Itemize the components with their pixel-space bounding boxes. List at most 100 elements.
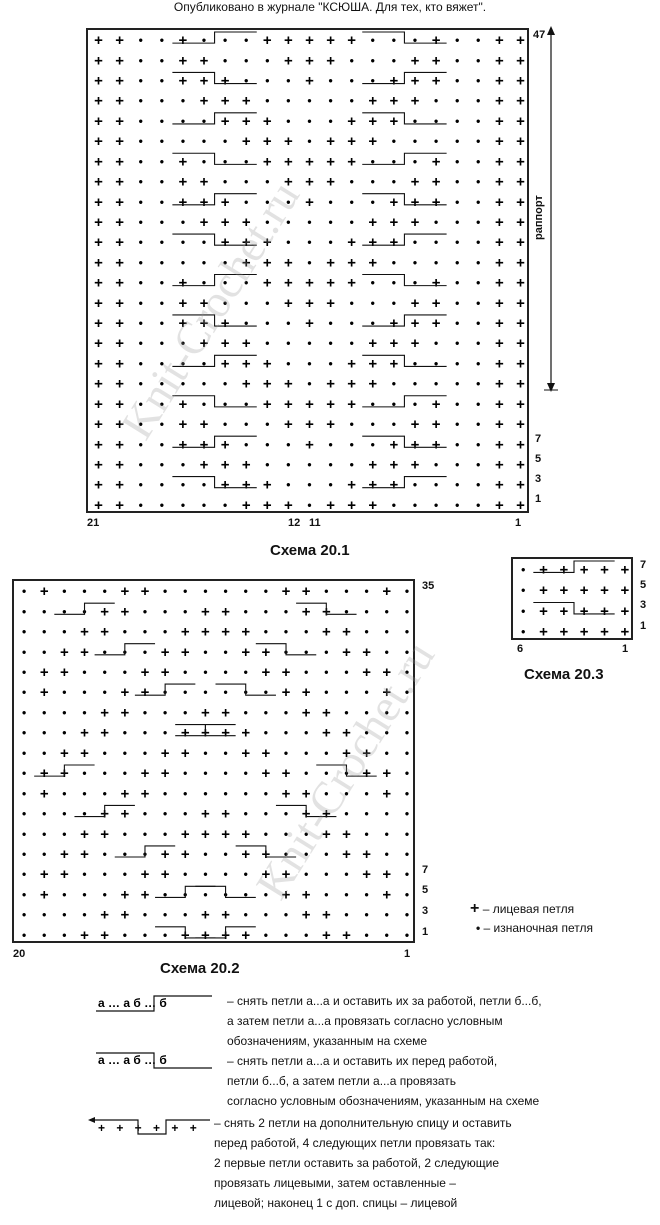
- purl-stitch: •: [405, 928, 409, 942]
- purl-stitch: •: [455, 276, 459, 290]
- cable-line: [533, 560, 615, 573]
- purl-stitch: •: [405, 746, 409, 760]
- purl-stitch: •: [350, 74, 354, 88]
- purl-stitch: •: [139, 316, 143, 330]
- cable-line: [255, 643, 317, 656]
- s3-row-label-3: 3: [640, 599, 647, 611]
- purl-stitch: •: [160, 215, 164, 229]
- knit-stitch: +: [347, 234, 356, 251]
- knit-stitch: +: [60, 664, 69, 681]
- scheme-20-3-symbols: •+++++•+++++•+++++•+++++: [521, 560, 629, 641]
- knit-stitch: +: [495, 396, 504, 413]
- purl-stitch: •: [264, 584, 268, 598]
- knit-stitch: +: [342, 826, 351, 843]
- knit-stitch: +: [302, 684, 311, 701]
- purl-stitch: •: [405, 645, 409, 659]
- knit-stitch: +: [495, 295, 504, 312]
- knit-stitch: +: [600, 561, 609, 578]
- knit-stitch: +: [221, 73, 230, 90]
- purl-stitch: •: [350, 457, 354, 471]
- purl-stitch: •: [350, 215, 354, 229]
- purl-stitch: •: [344, 807, 348, 821]
- purl-stitch: •: [223, 53, 227, 67]
- knit-stitch: +: [326, 52, 335, 69]
- purl-stitch: •: [223, 685, 227, 699]
- purl-stitch: •: [181, 336, 185, 350]
- purl-stitch: •: [42, 827, 46, 841]
- purl-stitch: •: [22, 604, 26, 618]
- purl-stitch: •: [307, 235, 311, 249]
- knit-stitch: +: [242, 497, 251, 514]
- knit-stitch: +: [179, 52, 188, 69]
- knit-stitch: +: [241, 725, 250, 742]
- knit-stitch: +: [411, 335, 420, 352]
- knit-stitch: +: [141, 785, 150, 802]
- knit-stitch: +: [382, 684, 391, 701]
- cable-line: [362, 476, 447, 489]
- purl-stitch: •: [82, 887, 86, 901]
- purl-stitch: •: [455, 356, 459, 370]
- knit-stitch: +: [221, 113, 230, 130]
- knit-stitch: +: [362, 846, 371, 863]
- purl-stitch: •: [139, 397, 143, 411]
- purl-stitch: •: [455, 457, 459, 471]
- purl-stitch: •: [160, 74, 164, 88]
- knit-stitch: +: [322, 624, 331, 641]
- knit-stitch: +: [263, 275, 272, 292]
- knit-stitch: +: [432, 416, 441, 433]
- knit-stitch: +: [347, 477, 356, 494]
- cable-line: [362, 71, 447, 85]
- purl-stitch: •: [160, 276, 164, 290]
- purl-stitch: •: [286, 195, 290, 209]
- purl-stitch: •: [476, 255, 480, 269]
- knit-stitch: +: [241, 846, 250, 863]
- s1-row-label-47: 47: [533, 29, 546, 41]
- purl-stitch: •: [202, 154, 206, 168]
- knit-stitch: +: [495, 52, 504, 69]
- knit-stitch: +: [305, 295, 314, 312]
- purl-stitch: •: [385, 807, 389, 821]
- knit-stitch: +: [411, 52, 420, 69]
- purl-stitch: •: [521, 562, 525, 576]
- knit-stitch: +: [302, 886, 311, 903]
- purl-stitch: •: [521, 583, 525, 597]
- s3-col-label-6: 6: [517, 643, 524, 655]
- purl-stitch: •: [143, 645, 147, 659]
- purl-stitch: •: [139, 377, 143, 391]
- knit-stitch: +: [100, 624, 109, 641]
- cable-line: [74, 804, 135, 818]
- knit-stitch: +: [120, 583, 129, 600]
- knit-stitch: +: [161, 866, 170, 883]
- purl-stitch: •: [324, 665, 328, 679]
- purl-stitch: •: [202, 397, 206, 411]
- purl-stitch: •: [286, 336, 290, 350]
- purl-stitch: •: [476, 94, 480, 108]
- purl-stitch: •: [365, 827, 369, 841]
- cable-line: [172, 71, 257, 85]
- knit-stitch: +: [432, 52, 441, 69]
- purl-stitch: •: [304, 827, 308, 841]
- purl-stitch: •: [328, 356, 332, 370]
- purl-stitch: •: [413, 356, 417, 370]
- purl-stitch: •: [455, 74, 459, 88]
- cable-line: [172, 273, 257, 287]
- purl-stitch: •: [22, 584, 26, 598]
- purl-stitch: •: [223, 498, 227, 512]
- knit-stitch: +: [94, 194, 103, 211]
- knit-stitch: +: [201, 927, 210, 944]
- purl-stitch: •: [304, 867, 308, 881]
- knit-stitch: +: [100, 725, 109, 742]
- knit-stitch: +: [200, 416, 209, 433]
- purl-stitch: •: [365, 685, 369, 699]
- knit-stitch: +: [342, 644, 351, 661]
- purl-stitch: •: [181, 215, 185, 229]
- purl-stitch: •: [350, 316, 354, 330]
- s1-col-label-1: 1: [515, 517, 522, 529]
- cable-key-3-text: – снять 2 петли на дополнительную спицу …: [214, 1113, 512, 1213]
- purl-stitch: •: [103, 766, 107, 780]
- purl-stitch: •: [183, 705, 187, 719]
- purl-stitch: •: [286, 215, 290, 229]
- cable-line: [134, 683, 196, 696]
- knit-stitch: +: [284, 153, 293, 170]
- purl-stitch: •: [203, 867, 207, 881]
